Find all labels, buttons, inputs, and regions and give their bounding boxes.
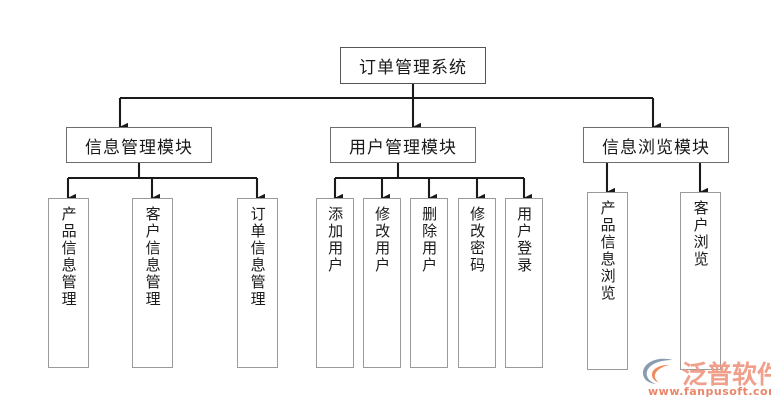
node-leaf-delete-user[interactable]: 删除用户 — [410, 198, 448, 368]
node-leaf-change-password[interactable]: 修改密码 — [458, 198, 496, 368]
node-leaf-label: 客户信息管理 — [143, 206, 162, 308]
node-leaf-label: 订单信息管理 — [248, 206, 267, 308]
node-leaf-customer-info-management[interactable]: 客户信息管理 — [132, 198, 173, 368]
node-leaf-label: 修改密码 — [468, 206, 487, 274]
node-leaf-customer-browsing[interactable]: 客户浏览 — [680, 192, 721, 370]
node-module-info-management[interactable]: 信息管理模块 — [66, 127, 212, 163]
node-leaf-label: 客户浏览 — [691, 200, 710, 268]
node-leaf-label: 产品信息浏览 — [598, 200, 617, 302]
node-leaf-edit-user[interactable]: 修改用户 — [363, 198, 401, 368]
node-root[interactable]: 订单管理系统 — [340, 47, 486, 84]
node-leaf-add-user[interactable]: 添加用户 — [316, 198, 354, 368]
node-module-label: 信息浏览模块 — [602, 137, 710, 158]
node-root-label: 订单管理系统 — [359, 58, 467, 78]
node-leaf-label: 删除用户 — [420, 206, 439, 274]
node-module-user-management[interactable]: 用户管理模块 — [330, 127, 476, 163]
node-leaf-product-info-browsing[interactable]: 产品信息浏览 — [587, 192, 628, 370]
node-leaf-order-info-management[interactable]: 订单信息管理 — [237, 198, 278, 368]
node-leaf-label: 产品信息管理 — [59, 206, 78, 308]
watermark-url: www.fanpusoft.com — [648, 385, 771, 398]
node-leaf-user-login[interactable]: 用户登录 — [505, 198, 543, 368]
node-leaf-label: 用户登录 — [515, 206, 534, 274]
node-leaf-label: 添加用户 — [326, 206, 345, 274]
fanpu-logo-icon — [642, 358, 673, 384]
node-module-info-browsing[interactable]: 信息浏览模块 — [583, 127, 729, 163]
node-module-label: 用户管理模块 — [349, 137, 457, 158]
node-module-label: 信息管理模块 — [85, 137, 193, 158]
node-leaf-product-info-management[interactable]: 产品信息管理 — [48, 198, 89, 368]
node-leaf-label: 修改用户 — [373, 206, 392, 274]
